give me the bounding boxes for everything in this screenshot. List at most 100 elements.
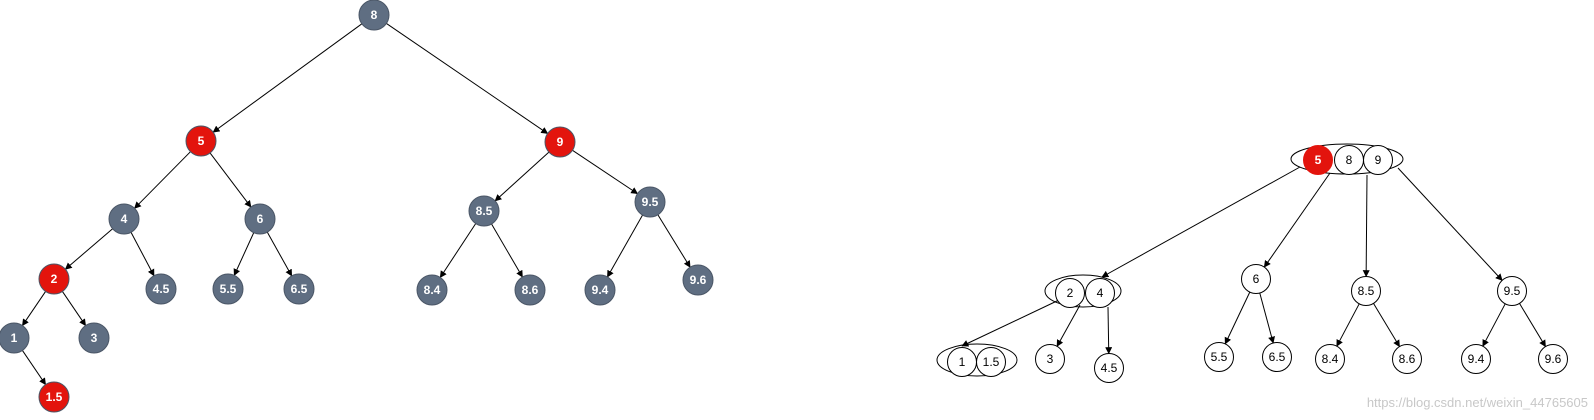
node-circle [468,195,500,227]
node-label: 1 [959,355,966,369]
node-label: 8.4 [1322,352,1339,366]
node-circle [634,186,666,218]
edge-n85-n86 [491,223,523,278]
node-n95: 9.5 [634,186,666,218]
node-circle [1262,342,1292,372]
edge-n8-n5 [212,23,363,133]
edge-n95-n94 [606,214,644,278]
node-n2: 2 [38,263,70,295]
node-circle [1392,344,1422,374]
node-circle [514,274,546,306]
node-circle [1303,145,1333,175]
edge-r6-r65 [1259,292,1275,344]
edge-n5-n4 [134,151,191,209]
node-r65: 6.5 [1262,342,1292,372]
node-circle [544,126,576,158]
node-n55: 5.5 [212,273,244,305]
node-circle [1035,344,1065,374]
node-label: 8 [371,8,378,22]
node-circle [244,203,276,235]
node-label: 4.5 [1101,361,1118,375]
node-circle [283,273,315,305]
node-label: 2 [51,272,58,286]
node-label: 4 [1097,286,1104,300]
node-label: 8.6 [522,283,539,297]
node-circle [108,203,140,235]
node-label: 5 [1315,153,1322,167]
node-n5: 5 [185,125,217,157]
node-label: 9.4 [592,283,609,297]
edge-g-24-r45 [1105,306,1113,355]
node-n85: 8.5 [468,195,500,227]
node-circle [416,274,448,306]
node-label: 3 [1047,352,1054,366]
edge-r85-r84 [1336,303,1360,347]
node-r6: 6 [1241,264,1271,294]
edge-n8-n9 [386,23,549,134]
node-n86: 8.6 [514,274,546,306]
node-r96: 9.6 [1538,344,1568,374]
node-label: 4 [121,212,128,226]
node-n65: 6.5 [283,273,315,305]
node-label: 1 [11,331,18,345]
node-label: 6.5 [1269,350,1286,364]
node-r8: 8 [1334,145,1364,175]
edge-g-24-g-1-15 [961,299,1060,347]
edge-r95-r94 [1482,303,1506,347]
edge-r95-r96 [1519,303,1546,348]
right-tree-edges [961,166,1546,355]
node-label: 8 [1346,153,1353,167]
node-label: 1.5 [46,390,63,404]
edge-n85-n84 [439,223,477,279]
node-circle [1497,276,1527,306]
node-circle [1315,344,1345,374]
node-circle [185,125,217,157]
edge-n1-n15 [22,350,46,386]
edge-n6-n55 [233,232,255,276]
node-label: 2 [1067,286,1074,300]
node-n45: 4.5 [145,273,177,305]
left-tree-nodes: 8 5 9 4 6 8.5 9.5 2 4.5 5.5 6.5 8.4 8.6 9.4 9.6 1 3 1.5 [0,0,714,413]
node-n3: 3 [78,322,110,354]
node-r3: 3 [1035,344,1065,374]
node-n94: 9.4 [584,274,616,306]
edge-n5-n6 [209,152,252,208]
node-circle [145,273,177,305]
node-n8: 8 [358,0,390,31]
node-label: 4.5 [153,282,170,296]
node-label: 9.4 [1468,352,1485,366]
node-circle [682,264,714,296]
node-label: 8.5 [1358,284,1375,298]
node-label: 9.6 [690,273,707,287]
node-label: 8.6 [1399,352,1416,366]
node-label: 8.4 [424,283,441,297]
node-label: 9.6 [1545,352,1562,366]
edge-n2-n1 [22,291,46,327]
edge-r85-r86 [1373,303,1400,348]
node-label: 9 [1375,153,1382,167]
edge-n4-n45 [130,232,155,277]
node-r95: 9.5 [1497,276,1527,306]
edge-n95-n96 [657,214,691,268]
node-r84: 8.4 [1315,344,1345,374]
node-label: 6 [257,212,264,226]
node-label: 9 [557,135,564,149]
node-label: 6 [1253,272,1260,286]
node-circle [1204,342,1234,372]
edge-g-24-r3 [1056,304,1081,347]
node-label: 5 [198,134,205,148]
edge-r6-r55 [1224,291,1251,345]
edge-g-root-r85 [1362,174,1370,278]
node-circle [1351,276,1381,306]
left-tree-edges [22,23,691,386]
node-circle [38,263,70,295]
node-label: 9.5 [1504,284,1521,298]
node-label: 1.5 [983,355,1000,369]
node-n6: 6 [244,203,276,235]
edge-n4-n2 [64,228,113,270]
edge-n2-n3 [62,291,86,327]
node-r45: 4.5 [1094,353,1124,383]
node-circle [78,322,110,354]
